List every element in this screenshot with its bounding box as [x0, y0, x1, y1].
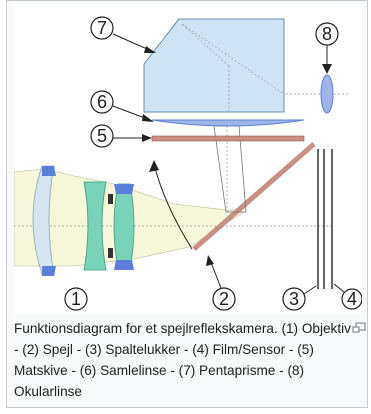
enlarge-icon[interactable] — [352, 322, 366, 334]
aperture-top — [108, 194, 113, 204]
callout-7: 7 — [97, 18, 107, 38]
callout-7-circle — [90, 16, 114, 40]
callout-6: 6 — [97, 92, 107, 112]
leader-6-arrowhead — [142, 114, 154, 122]
prism-ray-3 — [181, 23, 285, 95]
callout-3: 3 — [289, 289, 299, 309]
callout-1-circle — [64, 287, 88, 311]
slr-diagram[interactable]: 7 8 6 5 1 2 3 4 — [14, 4, 362, 314]
leader-5-arrowhead — [142, 134, 152, 142]
leader-3 — [303, 285, 317, 295]
leader-8-arrowhead — [322, 64, 332, 74]
prism-ray-2 — [181, 23, 230, 67]
mirror-flip-arrow — [153, 163, 193, 250]
focusing-screen[interactable] — [151, 135, 305, 142]
condenser-lens[interactable] — [151, 119, 305, 127]
lens-element-3 — [113, 183, 135, 269]
mirror[interactable] — [192, 142, 316, 251]
leader-4 — [333, 283, 345, 293]
pentaprism[interactable] — [143, 18, 285, 113]
aperture-bottom — [108, 248, 113, 258]
callout-1: 1 — [71, 289, 81, 309]
eyepiece-lens[interactable] — [320, 74, 334, 114]
leader-2-arrowhead — [206, 255, 214, 266]
callout-8: 8 — [322, 24, 332, 44]
leader-7-arrowhead — [144, 46, 156, 53]
mirror-flip-arrowhead — [149, 160, 159, 172]
figure-caption: Funktionsdiagram for et spejlreflekskame… — [14, 321, 351, 399]
callout-3-circle — [282, 287, 306, 311]
callout-2-circle — [212, 287, 236, 311]
lens-element-2 — [83, 181, 107, 271]
callout-5-circle — [90, 124, 114, 148]
leader-2 — [209, 259, 222, 289]
callout-2: 2 — [219, 289, 229, 309]
lens-element-3-blue — [114, 184, 134, 270]
callout-6-circle — [90, 90, 114, 114]
callout-4: 4 — [347, 289, 357, 309]
callout-5: 5 — [97, 126, 107, 146]
callout-4-circle — [341, 288, 362, 310]
